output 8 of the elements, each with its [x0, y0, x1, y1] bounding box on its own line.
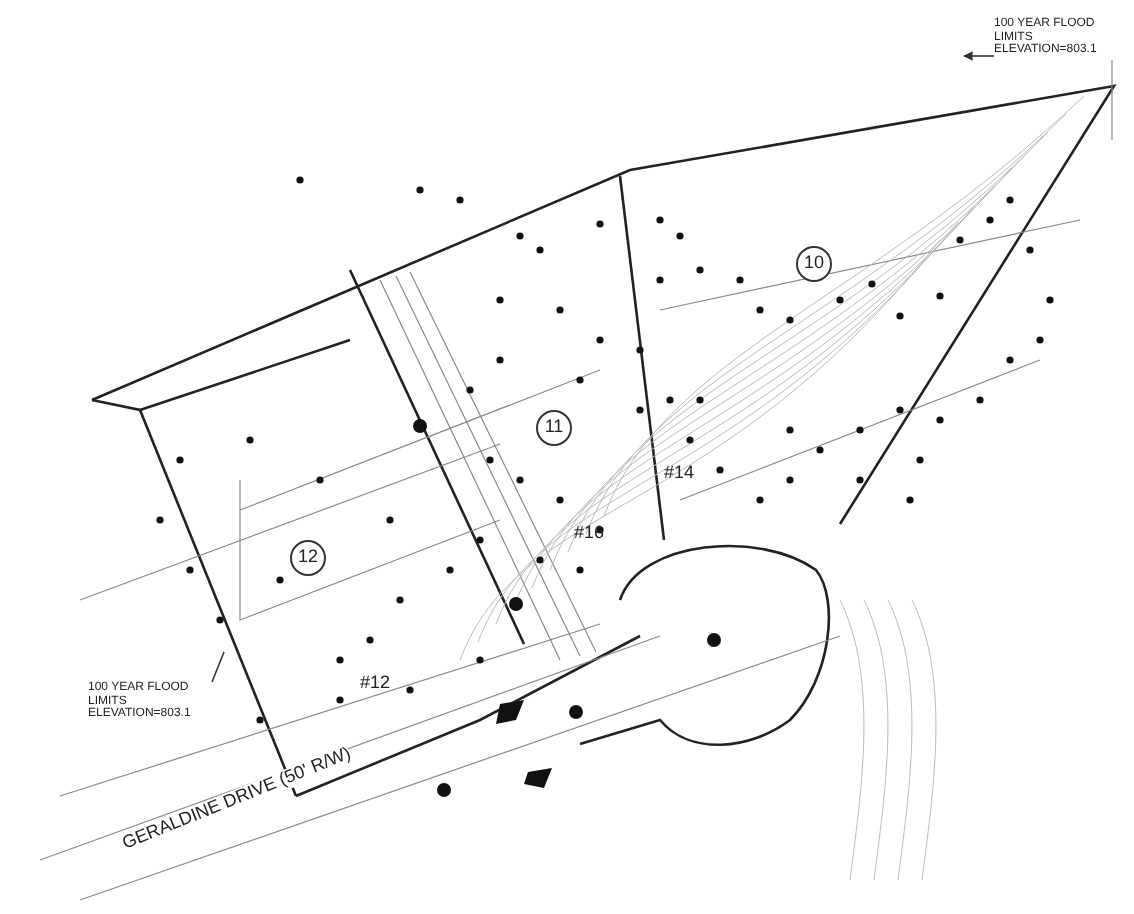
lot-number-circle: 10: [796, 246, 832, 282]
leader-line: [963, 51, 995, 61]
lot-label: #12: [360, 674, 391, 694]
lot-label: #16: [574, 524, 605, 544]
lot-number-circle: 11: [536, 410, 572, 446]
lot-label: #14: [664, 464, 695, 484]
lot-number-circle: 12: [290, 540, 326, 576]
leader-line: [211, 651, 225, 683]
